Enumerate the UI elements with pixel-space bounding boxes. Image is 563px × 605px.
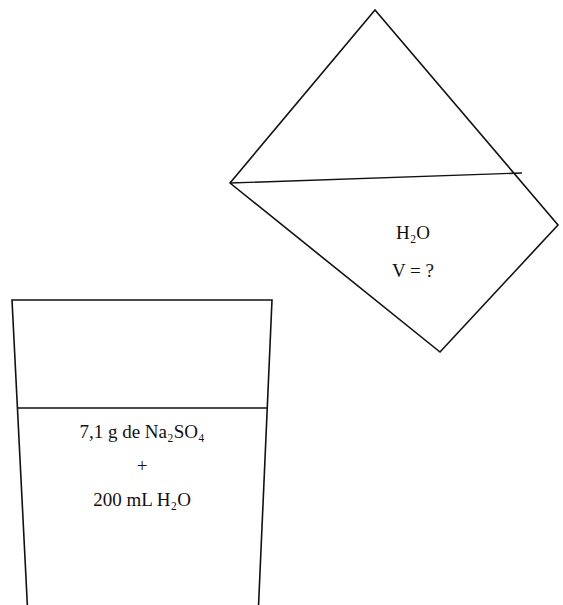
content-label: V = ? — [392, 252, 434, 290]
liquid-level — [230, 173, 522, 183]
beaker: 7,1 g de Na₂SO₄+200 mL H₂O — [10, 298, 276, 605]
content-label: 7,1 g de Na₂SO₄ — [79, 415, 204, 449]
tilted-container-outline — [228, 8, 562, 356]
container-outline — [230, 10, 558, 352]
tilted-container: H₂OV = ? — [228, 8, 562, 356]
text-group: H₂OV = ? — [328, 214, 498, 290]
content-label: H₂O — [396, 214, 430, 252]
content-label: + — [137, 449, 148, 483]
beaker-outline — [10, 298, 276, 605]
content-label: 200 mL H₂O — [93, 483, 191, 517]
container-outline — [12, 300, 272, 605]
text-group: 7,1 g de Na₂SO₄+200 mL H₂O — [30, 415, 254, 517]
liquid-level — [17, 407, 267, 408]
